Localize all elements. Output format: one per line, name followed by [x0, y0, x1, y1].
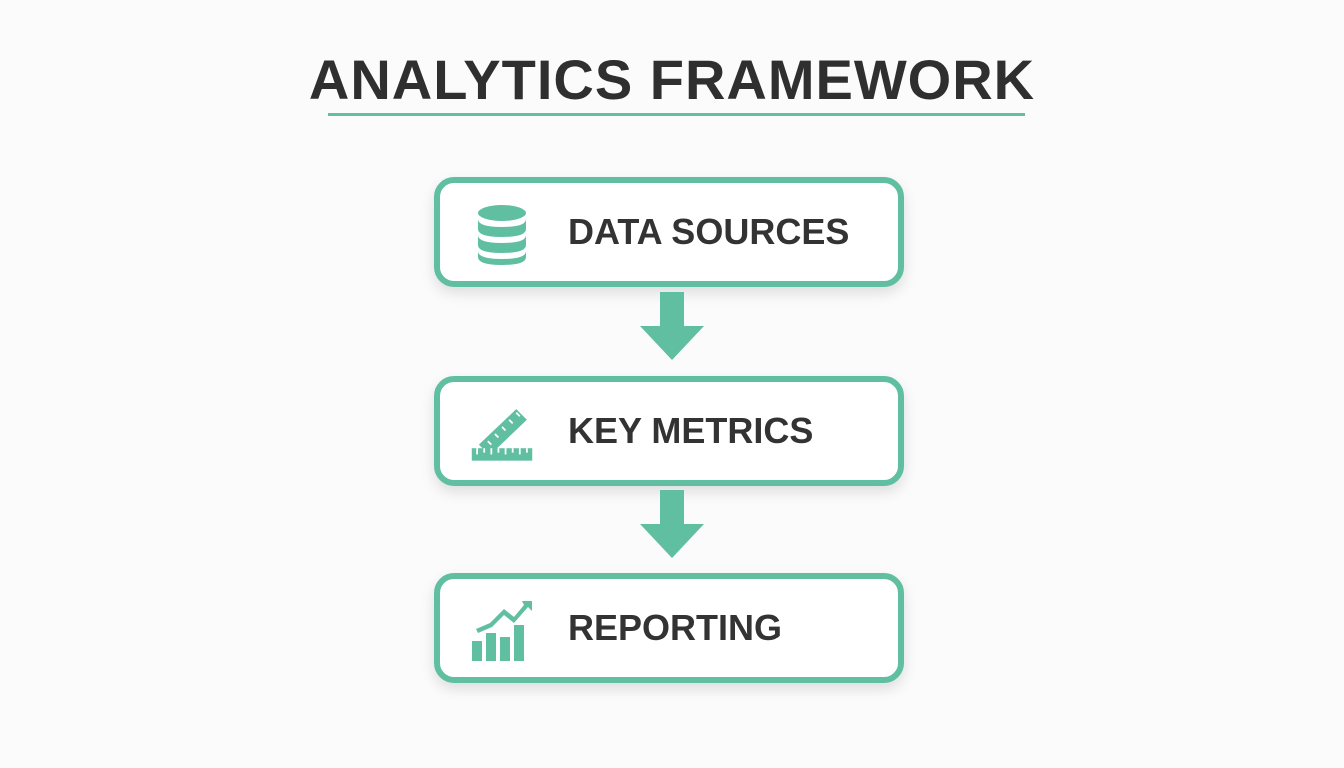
database-icon — [478, 205, 526, 265]
step-key-metrics: KEY METRICS — [434, 376, 904, 486]
step-reporting: REPORTING — [434, 573, 904, 683]
arrow-down-icon — [640, 292, 704, 360]
arrow-down-icon — [640, 490, 704, 558]
step-label: DATA SOURCES — [568, 211, 850, 252]
step-label: REPORTING — [568, 607, 783, 648]
ruler-icon — [471, 409, 533, 461]
title-underline — [328, 113, 1025, 116]
step-label: KEY METRICS — [568, 410, 814, 451]
page-title: ANALYTICS FRAMEWORK — [308, 48, 1036, 111]
step-data-sources: DATA SOURCES — [434, 177, 904, 287]
bar-chart-growth-icon — [472, 601, 532, 661]
